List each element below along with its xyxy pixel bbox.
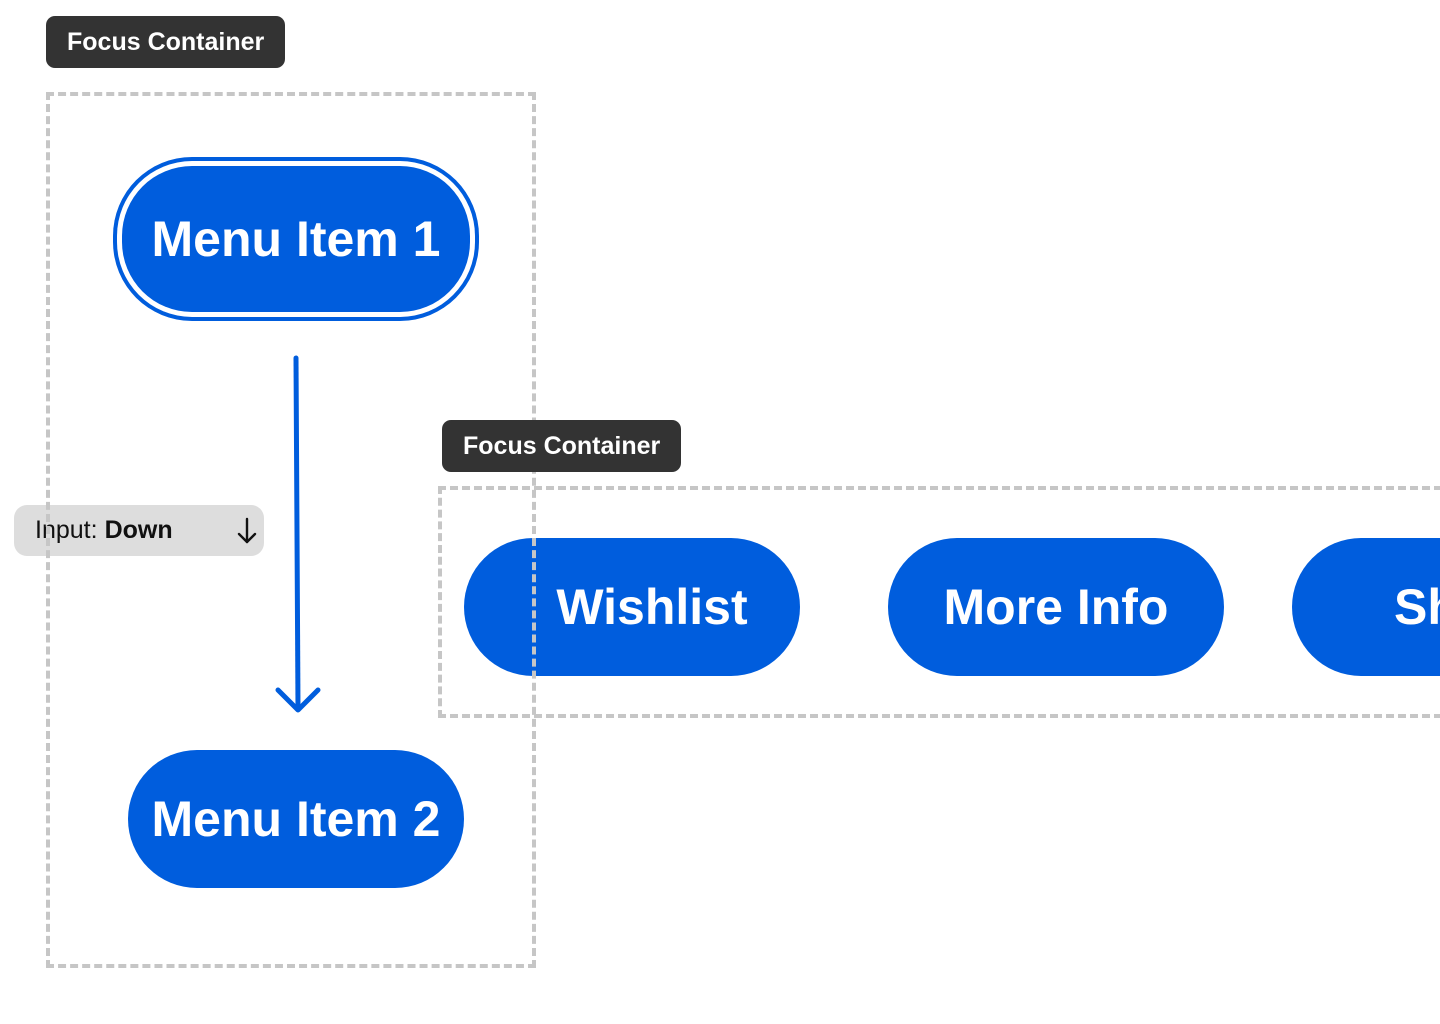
- input-value: Down: [104, 516, 173, 544]
- menu-item-2-button[interactable]: Menu Item 2: [128, 750, 464, 888]
- focus-container-label: Focus Container: [442, 420, 682, 472]
- input-prefix: Input:: [35, 516, 98, 544]
- focus-container-vertical: [46, 92, 536, 968]
- more-info-button[interactable]: More Info: [888, 538, 1224, 676]
- share-button[interactable]: Sh: [1292, 538, 1440, 676]
- arrow-down-icon: [275, 355, 321, 713]
- input-indicator: Input: Down: [14, 505, 264, 556]
- menu-item-1-button[interactable]: Menu Item 1: [122, 166, 470, 312]
- focus-container-horizontal: [438, 486, 1440, 718]
- focus-container-label: Focus Container: [46, 16, 286, 68]
- arrow-down-icon: [237, 517, 257, 544]
- wishlist-button[interactable]: Wishlist: [464, 538, 800, 676]
